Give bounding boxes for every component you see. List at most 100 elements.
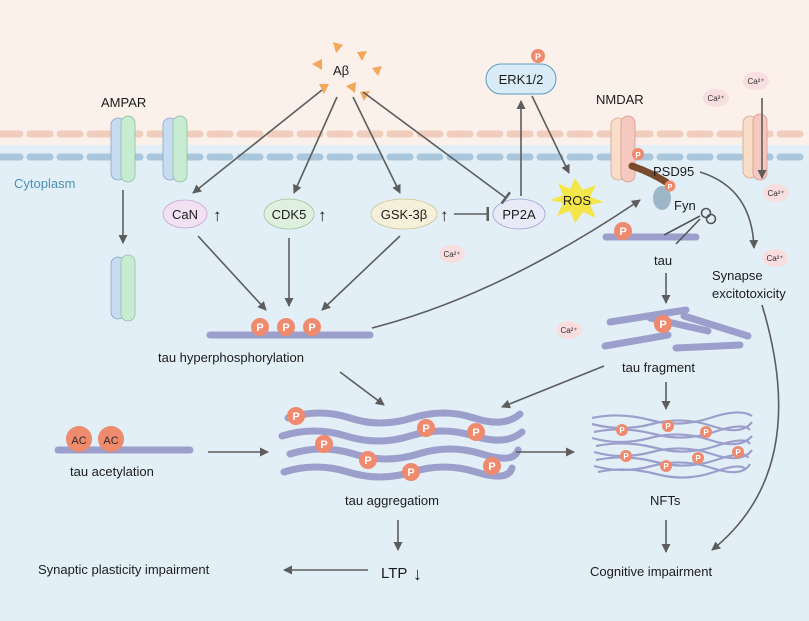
- svg-text:P: P: [472, 427, 479, 439]
- phospho-badge: P: [402, 463, 420, 481]
- abeta-triangle-3: [312, 59, 322, 70]
- psd95-scaffold: [628, 162, 670, 186]
- svg-text:AC: AC: [103, 435, 118, 447]
- svg-text:P: P: [535, 52, 541, 62]
- cognitive-impairment-label: Cognitive impairment: [590, 564, 712, 579]
- abeta-cluster: [312, 42, 382, 101]
- tau-hyper-label: tau hyperphosphorylation: [158, 350, 304, 365]
- svg-text:P: P: [488, 461, 495, 473]
- abeta-triangle-4: [372, 66, 382, 76]
- svg-text:Ca²⁺: Ca²⁺: [707, 94, 724, 103]
- acetyl-badge: AC: [66, 426, 92, 452]
- phospho-badge: P: [692, 452, 704, 464]
- pp2a-node: [492, 198, 546, 230]
- acetyl-badge: AC: [98, 426, 124, 452]
- calcium-badge: Ca²⁺: [703, 89, 729, 107]
- erk-phospho-badge: P: [531, 49, 545, 63]
- gsk-node: [370, 198, 438, 230]
- svg-text:P: P: [635, 151, 641, 160]
- tau-fragment-phospho-badge: P: [654, 315, 672, 333]
- phospho-badge: P: [315, 435, 333, 453]
- fyn-label: Fyn: [674, 198, 696, 213]
- phospho-badge: P: [700, 426, 712, 438]
- ltp-down-arrow: ↓: [413, 564, 422, 584]
- svg-text:P: P: [623, 452, 629, 461]
- nmdar-phospho-badge: P: [632, 148, 644, 160]
- abeta-label: Aβ: [333, 63, 349, 78]
- abeta-triangle-1: [333, 42, 343, 53]
- arrow-tau-to-nmdar: [371, 199, 641, 329]
- abeta-triangle-6: [346, 82, 356, 93]
- nmdar-receptor: [610, 115, 636, 183]
- abeta-triangle-2: [357, 51, 367, 61]
- arrow-can-to-tau: [197, 235, 267, 311]
- ltp-label: LTP: [381, 565, 407, 582]
- phospho-badge: P: [359, 451, 377, 469]
- phospho-badge: P: [303, 318, 321, 336]
- svg-text:P: P: [292, 411, 299, 423]
- phospho-badge: P: [483, 457, 501, 475]
- arrow-abeta-to-can: [192, 89, 323, 194]
- abeta-triangle-5: [319, 84, 329, 94]
- svg-text:Ca²⁺: Ca²⁺: [766, 254, 783, 263]
- ampar-receptor-2: [162, 115, 188, 183]
- cdk5-up-arrow: ↑: [318, 206, 327, 225]
- ros-star-icon: [550, 178, 604, 223]
- phospho-badge: P: [616, 424, 628, 436]
- phospho-badge: P: [417, 419, 435, 437]
- tau-fragment-label: tau fragment: [622, 360, 695, 375]
- svg-text:Ca²⁺: Ca²⁺: [747, 77, 764, 86]
- svg-text:P: P: [308, 322, 315, 334]
- svg-text:AC: AC: [71, 435, 86, 447]
- phospho-badge: P: [732, 446, 744, 458]
- phospho-badge: P: [467, 423, 485, 441]
- svg-text:P: P: [619, 226, 626, 238]
- can-label: CaN: [172, 207, 198, 222]
- nmdar-label: NMDAR: [596, 92, 644, 107]
- ampar-receptor-1: [110, 115, 136, 183]
- calcium-badge: Ca²⁺: [743, 72, 769, 90]
- calcium-badge: Ca²⁺: [556, 321, 582, 339]
- arrow-excitotoxicity-to-cognitive: [711, 304, 780, 551]
- gsk-up-arrow: ↑: [440, 206, 449, 225]
- scissors-icon: [663, 207, 717, 245]
- pp2a-label: PP2A: [502, 207, 536, 222]
- arrow-psd95-to-excitotoxicity: [699, 171, 759, 249]
- tau-acetylation-label: tau acetylation: [70, 464, 154, 479]
- arrow-hyper-to-aggregation: [339, 371, 385, 406]
- tau-aggregation-label: tau aggregatiom: [345, 493, 439, 508]
- svg-text:P: P: [695, 454, 701, 463]
- calcium-badge: Ca²⁺: [763, 184, 789, 202]
- nfts-label: NFTs: [650, 493, 681, 508]
- phospho-badge: P: [287, 407, 305, 425]
- arrow-erk-to-ros: [531, 95, 570, 174]
- calcium-badge: Ca²⁺: [439, 245, 465, 263]
- svg-text:P: P: [320, 439, 327, 451]
- cdk5-node: [263, 198, 315, 230]
- synaptic-impairment-label: Synaptic plasticity impairment: [38, 562, 210, 577]
- ros-label: ROS: [563, 193, 592, 208]
- svg-text:Ca²⁺: Ca²⁺: [767, 189, 784, 198]
- arrow-abeta-to-gsk: [352, 96, 401, 194]
- ampar-label: AMPAR: [101, 95, 146, 110]
- arrow-gsk-to-tau: [321, 235, 401, 311]
- phospho-badge: P: [251, 318, 269, 336]
- phospho-badge: P: [662, 420, 674, 432]
- calcium-channel: [742, 113, 768, 181]
- svg-text:P: P: [663, 462, 669, 471]
- arrow-abeta-to-cdk5: [293, 96, 338, 194]
- cytoplasm-label: Cytoplasm: [14, 176, 75, 191]
- svg-text:P: P: [668, 184, 673, 191]
- phospho-badge: P: [660, 460, 672, 472]
- synapse-label-line1: Synapse: [712, 268, 763, 283]
- synapse-label-line2: excitotoxicity: [712, 286, 786, 301]
- abeta-triangle-7: [360, 91, 370, 101]
- svg-text:P: P: [665, 422, 671, 431]
- gsk-label: GSK-3β: [381, 207, 428, 222]
- tau-label: tau: [654, 253, 672, 268]
- svg-text:P: P: [282, 322, 289, 334]
- arrow-fragment-to-aggregation: [501, 365, 605, 409]
- erk-label: ERK1/2: [499, 72, 544, 87]
- psd95-label: PSD95: [653, 164, 694, 179]
